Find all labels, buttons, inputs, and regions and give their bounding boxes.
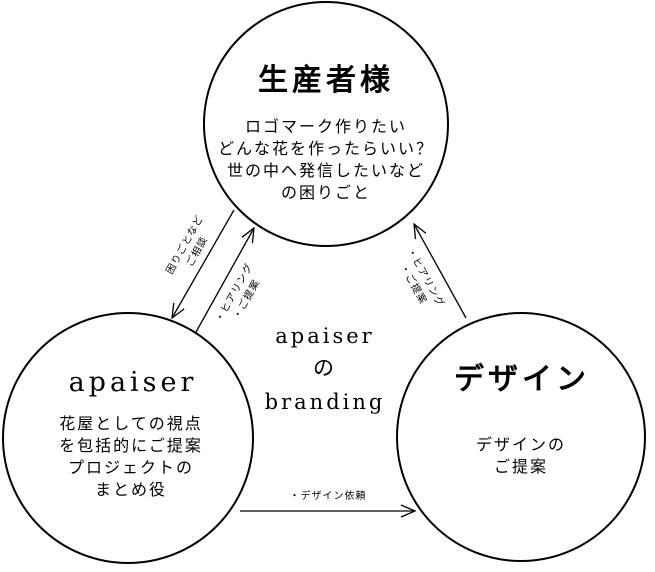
apaiser-line-4: まとめ役 bbox=[95, 480, 167, 499]
center-line-1: apaiser bbox=[275, 324, 374, 348]
center-line-3: branding bbox=[265, 390, 386, 414]
apaiser-title: apaiser bbox=[69, 367, 198, 398]
producer-line-1: ロゴマーク作りたい bbox=[245, 117, 407, 136]
apaiser-line-2: を包括的にご提案 bbox=[59, 436, 203, 455]
design-line-2: ご提案 bbox=[494, 457, 548, 476]
design-line-1: デザインの bbox=[476, 435, 566, 454]
label-producer-to-apaiser: 困りごとなど ご相談 bbox=[163, 213, 211, 277]
producer-line-3: 世の中へ発信したいなど bbox=[227, 161, 425, 180]
producer-line-4: の困りごと bbox=[281, 183, 371, 202]
design-circle bbox=[396, 312, 646, 562]
apaiser-line-1: 花屋としての視点 bbox=[59, 414, 203, 433]
label-apaiser-to-design: ・デザイン依頼 bbox=[290, 489, 367, 502]
apaiser-line-3: プロジェクトの bbox=[68, 458, 194, 477]
design-title: デザイン bbox=[454, 362, 590, 397]
label-apaiser-to-producer: ・ヒアリング ・ご提案 bbox=[212, 260, 262, 324]
label-design-to-producer: ・ヒアリング ・ご提案 bbox=[397, 245, 447, 309]
producer-title: 生産者様 bbox=[258, 63, 394, 98]
producer-circle bbox=[203, 1, 449, 247]
producer-line-2: どんな花を作ったらいい？ bbox=[218, 139, 434, 158]
apaiser-circle bbox=[2, 312, 254, 564]
arrow-design-to-producer bbox=[414, 224, 467, 319]
center-line-2: の bbox=[313, 356, 337, 380]
arrow-producer-to-apaiser bbox=[172, 209, 235, 318]
arrow-apaiser-to-producer bbox=[195, 228, 254, 333]
